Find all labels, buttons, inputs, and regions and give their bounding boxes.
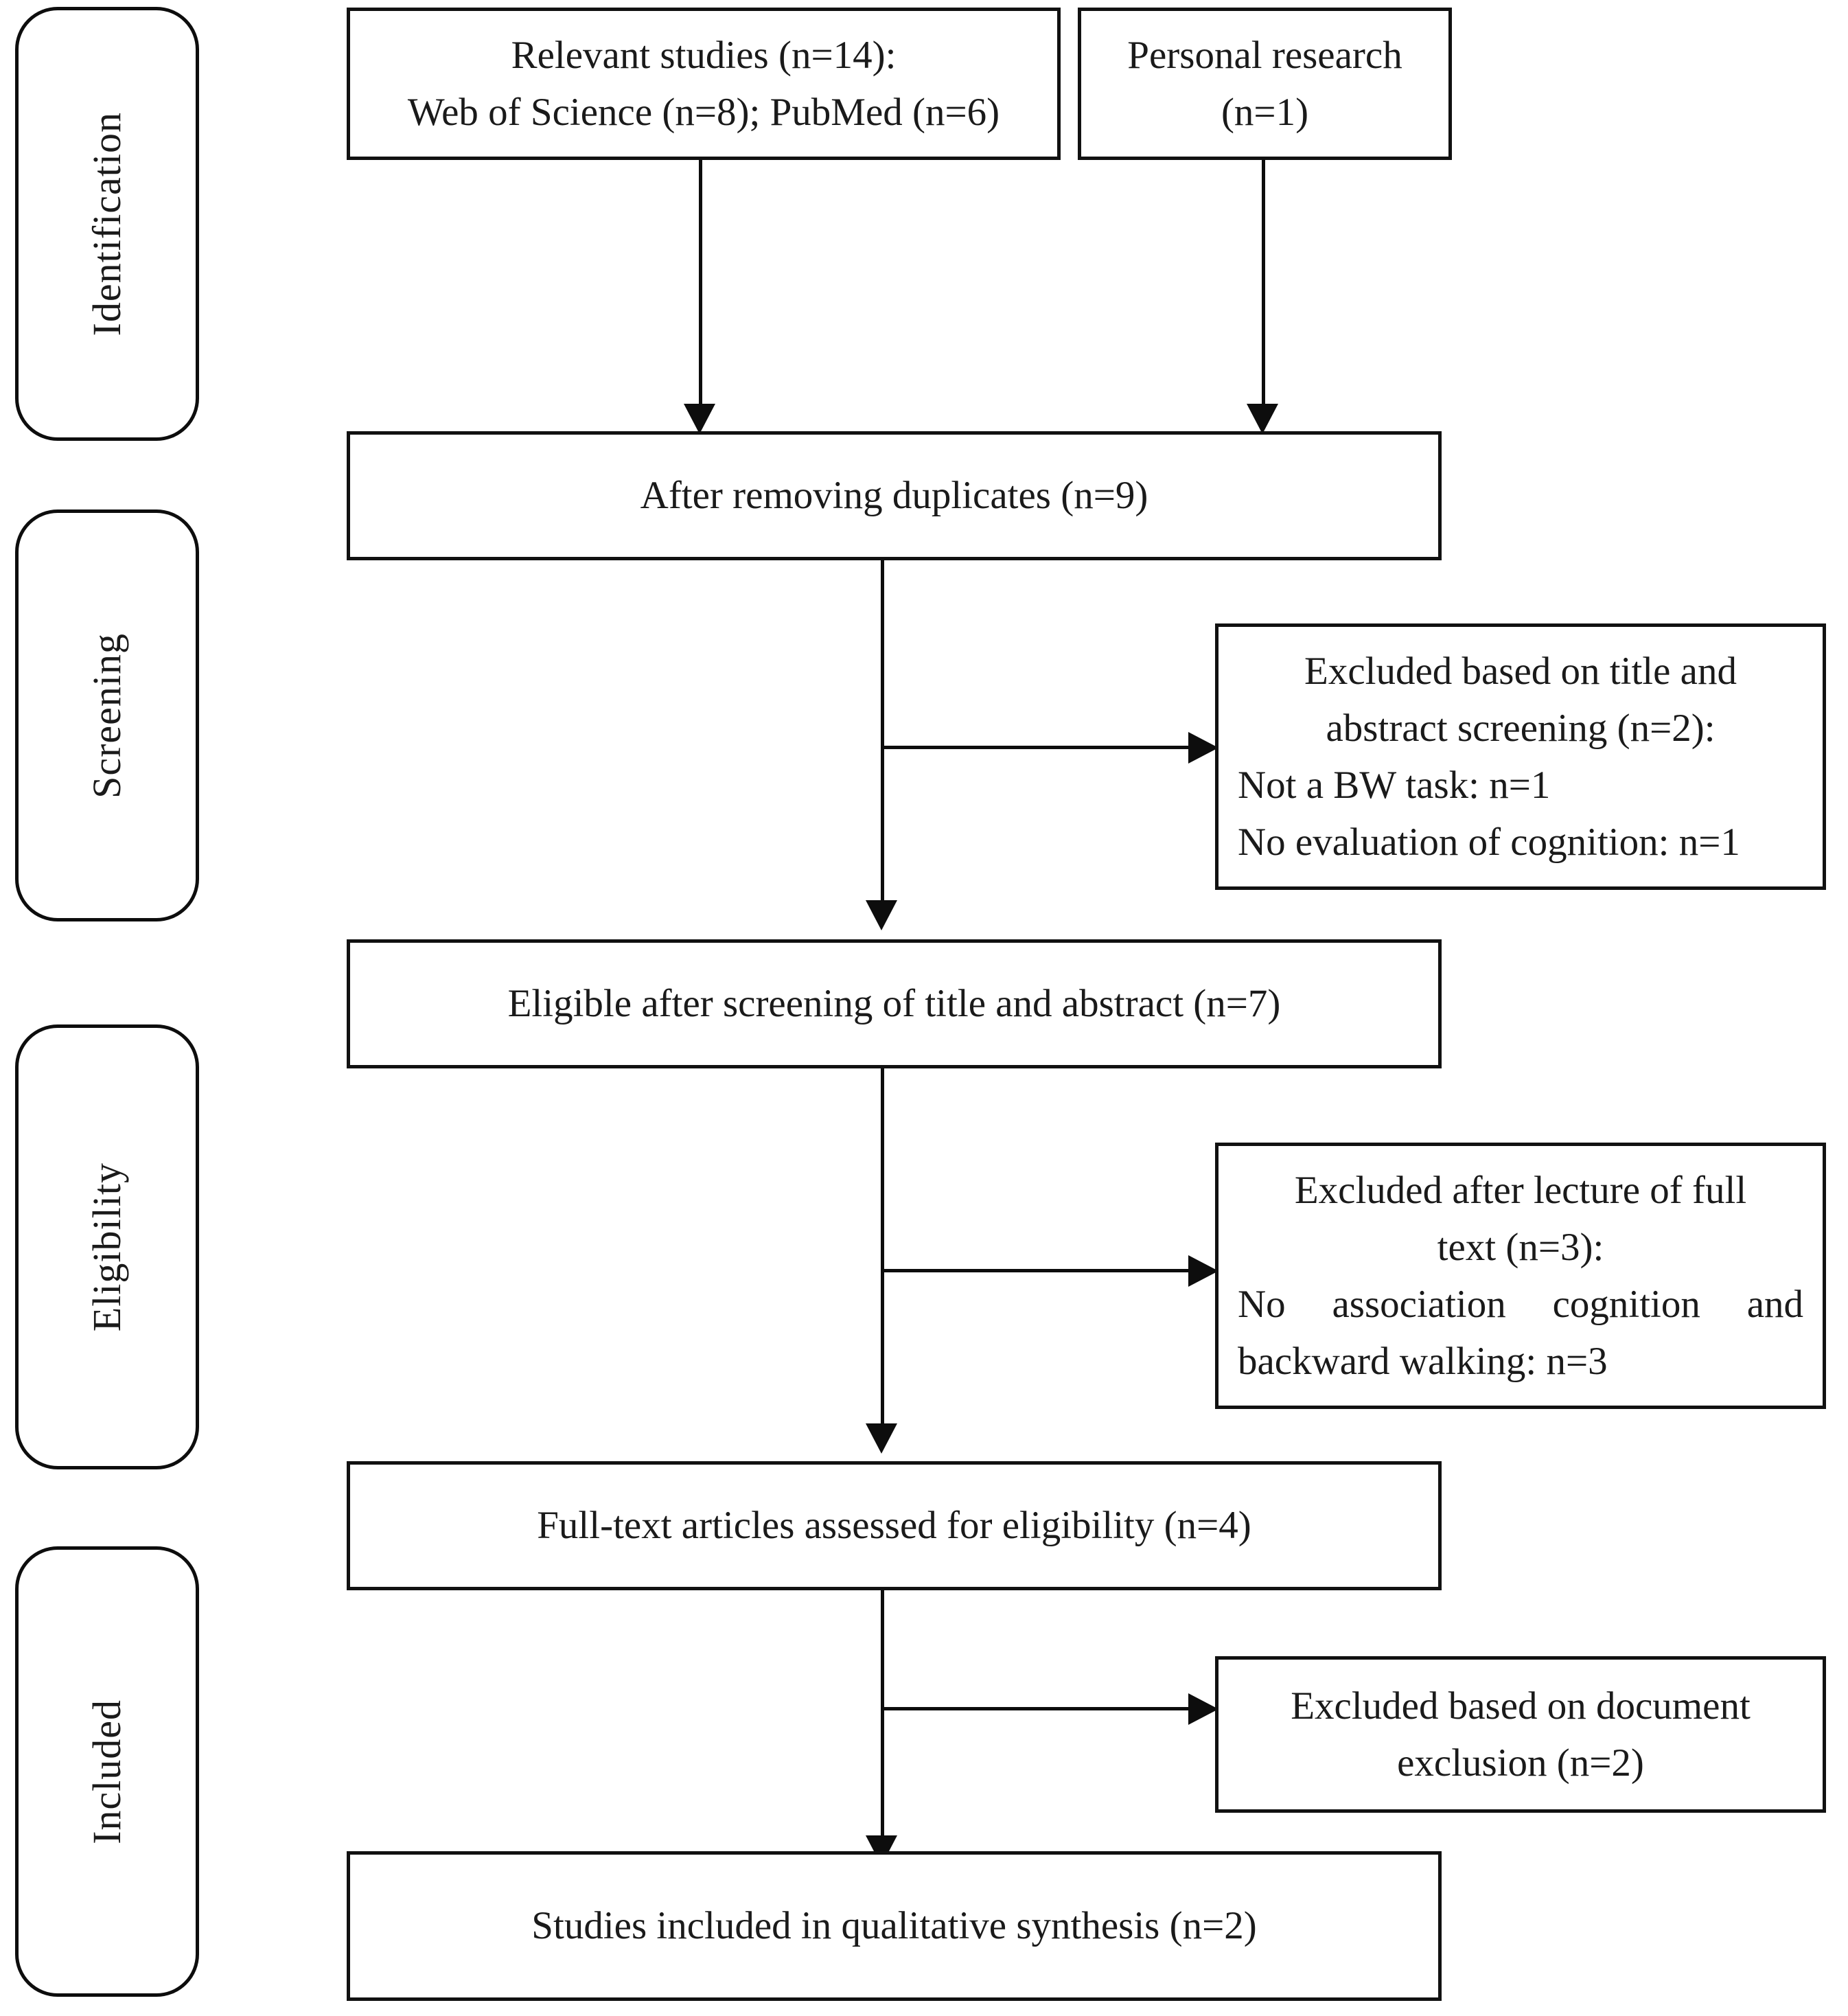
arrowhead-relevant-to-duplicates [684, 404, 715, 434]
box-after-removing-duplicates-line-1: After removing duplicates (n=9) [640, 474, 1148, 518]
arrowhead-duplicates-to-eligible [866, 900, 897, 930]
connector-fulltext-to-included [881, 1590, 884, 1839]
arrowhead-personal-to-duplicates [1247, 404, 1278, 434]
box-excluded-full-text: Excluded after lecture of full text (n=3… [1215, 1143, 1826, 1409]
connector-eligible-to-fulltext [881, 1068, 884, 1427]
box-after-removing-duplicates: After removing duplicates (n=9) [347, 431, 1442, 560]
stage-label-identification: Identification [84, 111, 129, 336]
stage-label-eligibility: Eligibility [84, 1162, 129, 1332]
box-eligible-after-screening-line-1: Eligible after screening of title and ab… [507, 982, 1281, 1026]
box-relevant-studies-line-2: Web of Science (n=8); PubMed (n=6) [407, 91, 1000, 134]
box-excluded-document: Excluded based on document exclusion (n=… [1215, 1656, 1826, 1813]
connector-to-excluded-document [881, 1707, 1191, 1710]
connector-relevant-to-duplicates [699, 160, 702, 407]
stage-box-identification: Identification [15, 7, 199, 441]
connector-personal-to-duplicates [1262, 160, 1265, 407]
stage-box-eligibility: Eligibility [15, 1024, 199, 1469]
box-full-text-assessed-line-1: Full-text articles assessed for eligibil… [537, 1504, 1251, 1548]
stage-label-screening: Screening [84, 632, 129, 799]
box-excluded-full-text-line-4: backward walking: n=3 [1238, 1340, 1608, 1384]
box-personal-research: Personal research (n=1) [1078, 8, 1452, 160]
box-excluded-title-abstract-line-4: No evaluation of cognition: n=1 [1238, 821, 1740, 864]
stage-box-screening: Screening [15, 509, 199, 921]
connector-duplicates-to-eligible [881, 560, 884, 904]
box-excluded-title-abstract: Excluded based on title and abstract scr… [1215, 623, 1826, 890]
arrowhead-to-excluded-title-abstract [1188, 732, 1218, 764]
arrowhead-eligible-to-fulltext [866, 1423, 897, 1454]
box-excluded-title-abstract-line-2: abstract screening (n=2): [1326, 706, 1716, 750]
box-excluded-title-abstract-line-3: Not a BW task: n=1 [1238, 764, 1551, 807]
box-excluded-full-text-line-3: No association cognition and [1238, 1283, 1803, 1326]
box-excluded-document-line-1: Excluded based on document [1291, 1684, 1751, 1728]
box-excluded-document-line-2: exclusion (n=2) [1397, 1741, 1644, 1785]
box-studies-included-line-1: Studies included in qualitative synthesi… [531, 1904, 1257, 1948]
box-studies-included: Studies included in qualitative synthesi… [347, 1851, 1442, 2001]
box-excluded-full-text-line-1: Excluded after lecture of full [1294, 1168, 1747, 1212]
box-full-text-assessed: Full-text articles assessed for eligibil… [347, 1461, 1442, 1590]
box-relevant-studies-line-1: Relevant studies (n=14): [511, 33, 897, 77]
arrowhead-to-excluded-full-text [1188, 1255, 1218, 1287]
connector-to-excluded-title-abstract [881, 746, 1191, 749]
stage-box-included: Included [15, 1546, 199, 1997]
arrowhead-to-excluded-document [1188, 1693, 1218, 1725]
box-excluded-full-text-line-2: text (n=3): [1437, 1225, 1604, 1269]
box-personal-research-line-2: (n=1) [1221, 91, 1309, 134]
box-relevant-studies: Relevant studies (n=14): Web of Science … [347, 8, 1061, 160]
box-excluded-title-abstract-line-1: Excluded based on title and [1304, 649, 1737, 693]
box-personal-research-line-1: Personal research [1127, 33, 1402, 77]
connector-to-excluded-full-text [881, 1269, 1191, 1272]
stage-label-included: Included [84, 1699, 129, 1844]
box-eligible-after-screening: Eligible after screening of title and ab… [347, 939, 1442, 1068]
